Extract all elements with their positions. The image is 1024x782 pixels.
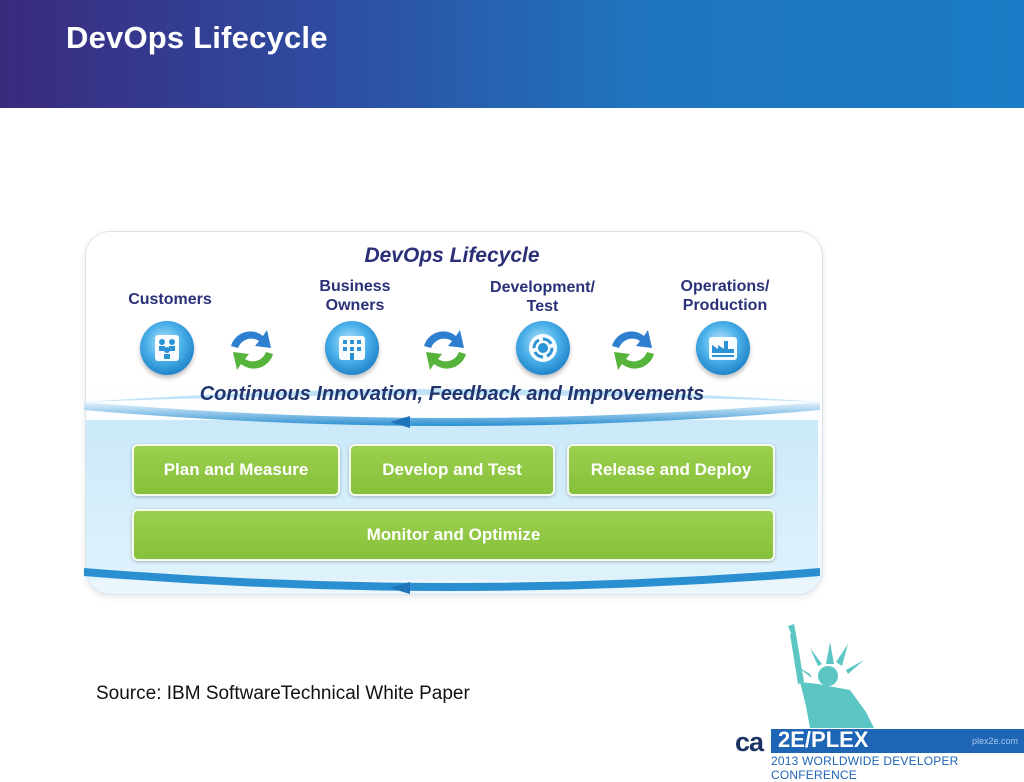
slide-title: DevOps Lifecycle	[66, 20, 328, 55]
phase-develop-and-test: Develop and Test	[349, 444, 555, 496]
continuous-innovation-banner: Continuous Innovation, Feedback and Impr…	[199, 383, 705, 405]
event-name: 2E/PLEX	[778, 727, 869, 752]
slide-header: DevOps Lifecycle	[0, 0, 1024, 108]
stage-label-business-owners: Business Owners	[319, 278, 391, 314]
ca-logo: ca	[735, 727, 764, 757]
diagram-title: DevOps Lifecycle	[364, 244, 540, 267]
phase-plan-and-measure: Plan and Measure	[132, 444, 340, 496]
event-subtitle: 2013 WORLDWIDE DEVELOPER CONFERENCE	[771, 754, 959, 782]
phase-monitor-and-optimize: Monitor and Optimize	[132, 509, 775, 561]
source-citation: Source: IBM SoftwareTechnical White Pape…	[96, 683, 470, 704]
stage-label-operations-production: Operations/ Production	[680, 278, 770, 314]
stage-label-development-test: Development/ Test	[490, 279, 595, 315]
factory-icon	[696, 321, 750, 375]
statue-of-liberty-logo	[788, 624, 874, 728]
cycle-arrows-icon	[612, 330, 654, 370]
building-icon	[325, 321, 379, 375]
event-url: plex2e.com	[972, 736, 1019, 746]
cycle-arrows-icon	[424, 330, 466, 370]
event-banner	[771, 729, 1024, 753]
cycle-arrows-icon	[231, 330, 273, 370]
people-icon	[140, 321, 194, 375]
stage-label-customers: Customers	[128, 291, 212, 308]
phase-release-and-deploy: Release and Deploy	[567, 444, 775, 496]
feedback-band	[84, 389, 820, 428]
devops-lifecycle-diagram: DevOps Lifecycle Customers Business Owne…	[80, 232, 824, 604]
gear-cycle-icon	[516, 321, 570, 375]
bottom-cycle-band	[84, 568, 820, 594]
